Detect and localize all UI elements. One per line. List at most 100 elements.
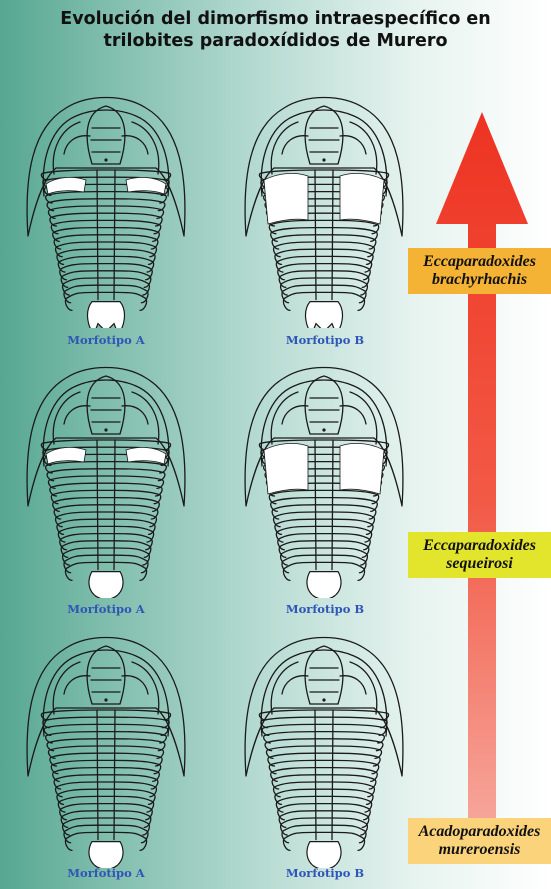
title-line-1: Evolución del dimorfismo intraespecífico… bbox=[0, 8, 551, 30]
morphotype-label-a-2: Morfotipo A bbox=[26, 602, 186, 616]
pygidium bbox=[306, 302, 343, 328]
spine-base-left bbox=[46, 177, 86, 194]
cephalon-outline bbox=[27, 98, 185, 237]
glabellar-furrows bbox=[309, 398, 339, 422]
pygidium bbox=[88, 302, 125, 328]
pleura-right bbox=[333, 825, 366, 843]
occipital-node bbox=[322, 428, 325, 431]
occipital-node bbox=[104, 428, 107, 431]
facial-suture bbox=[53, 662, 159, 714]
pleura-left bbox=[50, 483, 97, 496]
cephalon-outline bbox=[27, 638, 185, 777]
figure-title: Evolución del dimorfismo intraespecífico… bbox=[0, 8, 551, 52]
eye-lobes bbox=[282, 406, 366, 424]
species-label-sequeirosi: Eccaparadoxides sequeirosi bbox=[408, 532, 551, 578]
title-line-2: trilobites paradoxídidos de Murero bbox=[0, 30, 551, 52]
species-epithet: sequeirosi bbox=[408, 555, 551, 573]
glabella bbox=[305, 646, 343, 704]
pleura-left bbox=[282, 555, 315, 573]
trilobite-morphotype-b-2 bbox=[236, 358, 412, 598]
trilobite-morphotype-a-1 bbox=[18, 88, 194, 328]
occipital-node bbox=[322, 698, 325, 701]
cephalon-border bbox=[261, 650, 387, 736]
enlarged-pleura-left bbox=[264, 173, 308, 224]
evolution-arrow bbox=[436, 112, 528, 822]
occipital-node bbox=[322, 158, 325, 161]
enlarged-pleura-right bbox=[340, 443, 384, 494]
trilobite-body bbox=[245, 638, 403, 869]
pleura-left bbox=[64, 285, 97, 303]
enlarged-pleura-left bbox=[264, 443, 308, 494]
pygidium bbox=[89, 842, 123, 868]
pygidium bbox=[89, 572, 123, 598]
spine-base-right bbox=[126, 177, 166, 194]
eye-lobes bbox=[64, 136, 148, 154]
species-genus: Eccaparadoxides bbox=[408, 253, 551, 271]
pleura-right bbox=[333, 555, 366, 573]
facial-suture bbox=[271, 392, 377, 444]
species-label-mureroensis: Acadoparadoxides mureroensis bbox=[408, 818, 551, 864]
species-epithet: mureroensis bbox=[408, 841, 551, 859]
glabella bbox=[305, 376, 343, 434]
species-label-brachyrhachis: Eccaparadoxides brachyrhachis bbox=[408, 248, 551, 294]
trilobite-morphotype-a-2 bbox=[18, 358, 194, 598]
pleura-left bbox=[64, 825, 97, 843]
pleura-left bbox=[64, 555, 97, 573]
pleura-left bbox=[282, 825, 315, 843]
spine-base-right bbox=[126, 447, 166, 464]
glabella bbox=[87, 646, 125, 704]
morphotype-label-b-1: Morfotipo B bbox=[245, 333, 405, 347]
glabella bbox=[87, 376, 125, 434]
trilobite-morphotype-b-1 bbox=[236, 88, 412, 328]
trilobite-body bbox=[27, 368, 185, 599]
pleura-right bbox=[115, 555, 148, 573]
occipital-node bbox=[104, 158, 107, 161]
trilobite-body bbox=[27, 98, 185, 329]
glabella bbox=[87, 106, 125, 164]
cephalon-border bbox=[43, 650, 169, 736]
pleura-right bbox=[115, 753, 162, 766]
trilobite-body bbox=[245, 98, 403, 329]
pygidium bbox=[307, 842, 341, 868]
trilobite-body bbox=[245, 368, 403, 599]
cephalon-outline bbox=[27, 368, 185, 507]
pleura-right bbox=[115, 825, 148, 843]
morphotype-label-a-3: Morfotipo A bbox=[26, 866, 186, 880]
species-genus: Acadoparadoxides bbox=[408, 823, 551, 841]
glabellar-furrows bbox=[309, 668, 339, 692]
eye-lobes bbox=[282, 136, 366, 154]
pleura-right bbox=[333, 753, 380, 766]
facial-suture bbox=[53, 392, 159, 444]
morphotype-label-a-1: Morfotipo A bbox=[26, 333, 186, 347]
species-epithet: brachyrhachis bbox=[408, 271, 551, 289]
species-genus: Eccaparadoxides bbox=[408, 537, 551, 555]
glabellar-furrows bbox=[91, 398, 121, 422]
pleura-right bbox=[115, 213, 162, 226]
cephalon-outline bbox=[245, 638, 403, 777]
eye-lobes bbox=[64, 676, 148, 694]
trilobite-morphotype-a-3 bbox=[18, 628, 194, 868]
facial-suture bbox=[53, 122, 159, 174]
pleura-right bbox=[333, 285, 366, 303]
facial-suture bbox=[271, 662, 377, 714]
glabellar-furrows bbox=[309, 128, 339, 152]
facial-suture bbox=[271, 122, 377, 174]
eye-lobes bbox=[282, 676, 366, 694]
trilobite-morphotype-b-3 bbox=[236, 628, 412, 868]
enlarged-pleura-right bbox=[340, 173, 384, 224]
pleura-left bbox=[268, 753, 315, 766]
glabellar-furrows bbox=[91, 128, 121, 152]
glabella bbox=[305, 106, 343, 164]
pleura-left bbox=[50, 753, 97, 766]
spine-base-left bbox=[46, 447, 86, 464]
occipital-node bbox=[104, 698, 107, 701]
morphotype-label-b-3: Morfotipo B bbox=[245, 866, 405, 880]
glabellar-furrows bbox=[91, 668, 121, 692]
eye-lobes bbox=[64, 406, 148, 424]
morphotype-label-b-2: Morfotipo B bbox=[245, 602, 405, 616]
trilobite-body bbox=[27, 638, 185, 869]
pleura-right bbox=[115, 483, 162, 496]
pleura-left bbox=[282, 285, 315, 303]
pleura-left bbox=[50, 213, 97, 226]
